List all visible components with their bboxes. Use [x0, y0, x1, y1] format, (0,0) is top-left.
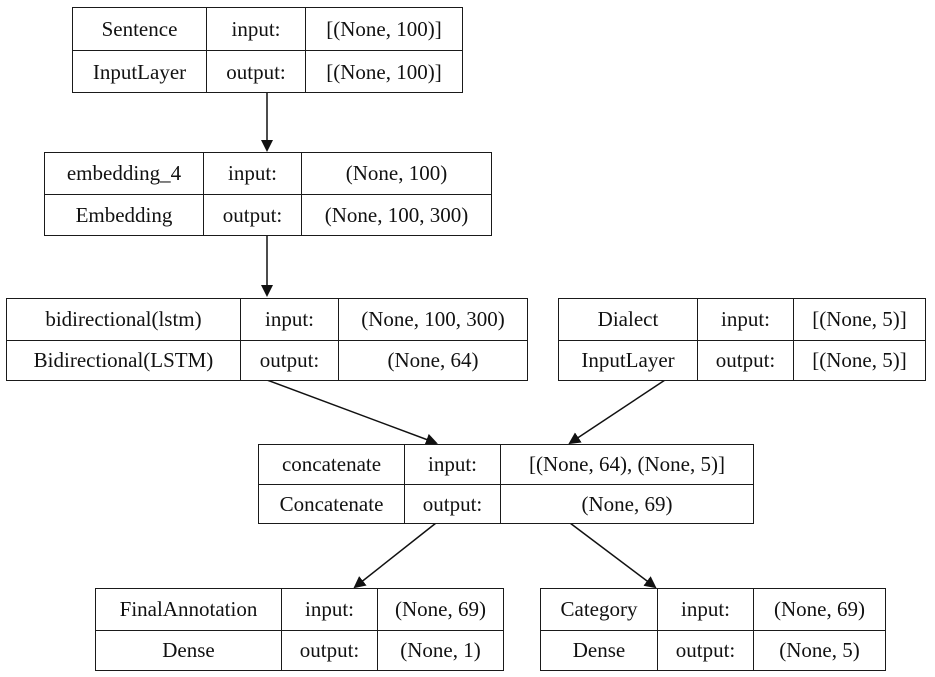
- input-shape: [(None, 64), (None, 5)]: [500, 445, 753, 484]
- node-bidirectional: bidirectional(lstm) input: (None, 100, 3…: [6, 298, 528, 381]
- edge-concatenate-category: [569, 522, 657, 589]
- layer-name: Dialect: [597, 306, 659, 331]
- layer-type: Dense: [572, 638, 626, 663]
- node-sentence: Sentence input: [(None, 100)] InputLayer…: [72, 7, 463, 93]
- input-shape: (None, 100, 300): [338, 299, 527, 340]
- input-shape: [(None, 5)]: [793, 299, 925, 340]
- node-finalannotation: FinalAnnotation input: (None, 69) Dense …: [95, 588, 504, 671]
- edge-concatenate-finalannotation: [353, 522, 437, 589]
- output-label: output:: [203, 195, 301, 236]
- output-label: output:: [281, 630, 377, 671]
- layer-name: Sentence: [101, 16, 178, 41]
- output-shape: (None, 100, 300): [301, 195, 491, 236]
- layer-type: Concatenate: [279, 492, 384, 516]
- layer-type: Dense: [162, 638, 215, 663]
- node-dialect: Dialect input: [(None, 5)] InputLayer ou…: [558, 298, 926, 381]
- input-label: input:: [203, 153, 301, 194]
- output-label: output:: [240, 340, 338, 381]
- layer-name: Category: [560, 596, 638, 621]
- input-label: input:: [240, 299, 338, 340]
- output-label: output:: [206, 51, 305, 93]
- node-category: Category input: (None, 69) Dense output:…: [540, 588, 886, 671]
- layer-name: embedding_4: [66, 161, 182, 185]
- edge-dialect-concatenate: [568, 379, 666, 445]
- node-concatenate: concatenate input: [(None, 64), (None, 5…: [258, 444, 754, 524]
- output-shape: [(None, 100)]: [305, 51, 462, 93]
- edge-bidirectional-concatenate: [266, 379, 438, 446]
- layer-type: Embedding: [75, 203, 173, 227]
- input-shape: (None, 69): [753, 589, 885, 630]
- input-shape: (None, 100): [301, 153, 491, 194]
- input-shape: (None, 69): [377, 589, 503, 630]
- input-label: input:: [206, 8, 305, 50]
- input-label: input:: [281, 589, 377, 630]
- layer-name: FinalAnnotation: [119, 596, 258, 621]
- output-shape: [(None, 5)]: [793, 340, 925, 381]
- input-label: input:: [657, 589, 753, 630]
- output-label: output:: [404, 485, 500, 524]
- node-embedding: embedding_4 input: (None, 100) Embedding…: [44, 152, 492, 236]
- layer-type: InputLayer: [581, 348, 675, 373]
- output-shape: (None, 5): [753, 630, 885, 671]
- output-label: output:: [697, 340, 793, 381]
- output-label: output:: [657, 630, 753, 671]
- output-shape: (None, 69): [500, 485, 753, 524]
- input-label: input:: [697, 299, 793, 340]
- input-label: input:: [404, 445, 500, 484]
- layer-type: Bidirectional(LSTM): [33, 348, 214, 373]
- input-shape: [(None, 100)]: [305, 8, 462, 50]
- output-shape: (None, 1): [377, 630, 503, 671]
- layer-type: InputLayer: [92, 59, 187, 84]
- layer-name: bidirectional(lstm): [45, 306, 202, 331]
- layer-name: concatenate: [281, 452, 382, 476]
- output-shape: (None, 64): [338, 340, 527, 381]
